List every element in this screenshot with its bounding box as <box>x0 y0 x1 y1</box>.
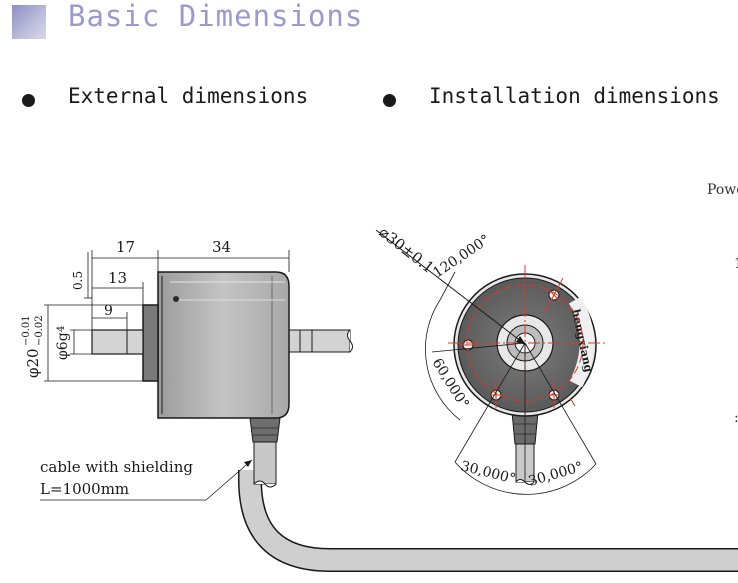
cable-long <box>238 470 738 572</box>
cut-text-mid-right-1: 1 <box>734 256 738 272</box>
cable-long-fill <box>239 470 738 571</box>
dim-phi20: φ20 <box>24 348 42 378</box>
cable-stub <box>253 435 277 485</box>
cable-label-2: L=1000mm <box>40 480 129 498</box>
cable-break <box>253 480 277 488</box>
installation-dimensions-heading: Installation dimensions <box>429 84 720 108</box>
installation-view: hengxiang ⌀30±0.1 120,000° 60,000° 30,00… <box>375 223 605 495</box>
encoder-flange <box>142 304 159 382</box>
dim-34: 34 <box>212 238 231 256</box>
diameter-leader <box>375 229 527 346</box>
angle-120: 120,000° <box>430 232 493 282</box>
brand-label-band <box>568 296 594 388</box>
dim-phi20-tol-upper: −0.01 <box>21 315 32 346</box>
encoder-body <box>157 271 290 419</box>
angle-arc-30 <box>454 461 597 495</box>
bullet-icon <box>383 94 396 107</box>
angle-30-right: 30,000° <box>527 459 585 490</box>
body-marker-icon <box>173 296 179 302</box>
angle-30-left: 30,000° <box>459 458 517 487</box>
bullet-icon <box>22 94 35 107</box>
cable-label-1: cable with shielding <box>40 458 193 476</box>
cable-gland <box>249 417 281 443</box>
dim-phi20-tol-lower: −0.02 <box>34 315 45 346</box>
dim-phi6-grade: 4 <box>56 326 67 332</box>
rear-cable-stub <box>287 329 351 353</box>
dim-9: 9 <box>104 303 113 319</box>
page-title: Basic Dimensions <box>68 0 364 33</box>
dim-phi6: φ6g <box>55 332 71 360</box>
encoder-shaft <box>91 329 144 355</box>
diameter-label: ⌀30±0.1 <box>376 223 438 277</box>
external-dimensions-heading: External dimensions <box>68 84 309 108</box>
cut-text-mid-right-2: : <box>734 410 738 426</box>
title-square-icon <box>12 5 46 39</box>
external-view: 17 34 13 9 0.5 φ20 −0.01 −0.02 φ6g 4 cab… <box>21 238 738 572</box>
cut-text-top-right: Powe <box>707 182 738 198</box>
dim-17: 17 <box>116 238 135 256</box>
dim-13: 13 <box>108 269 127 287</box>
dim-0-5: 0.5 <box>71 271 85 290</box>
angle-arc-60 <box>425 299 461 421</box>
